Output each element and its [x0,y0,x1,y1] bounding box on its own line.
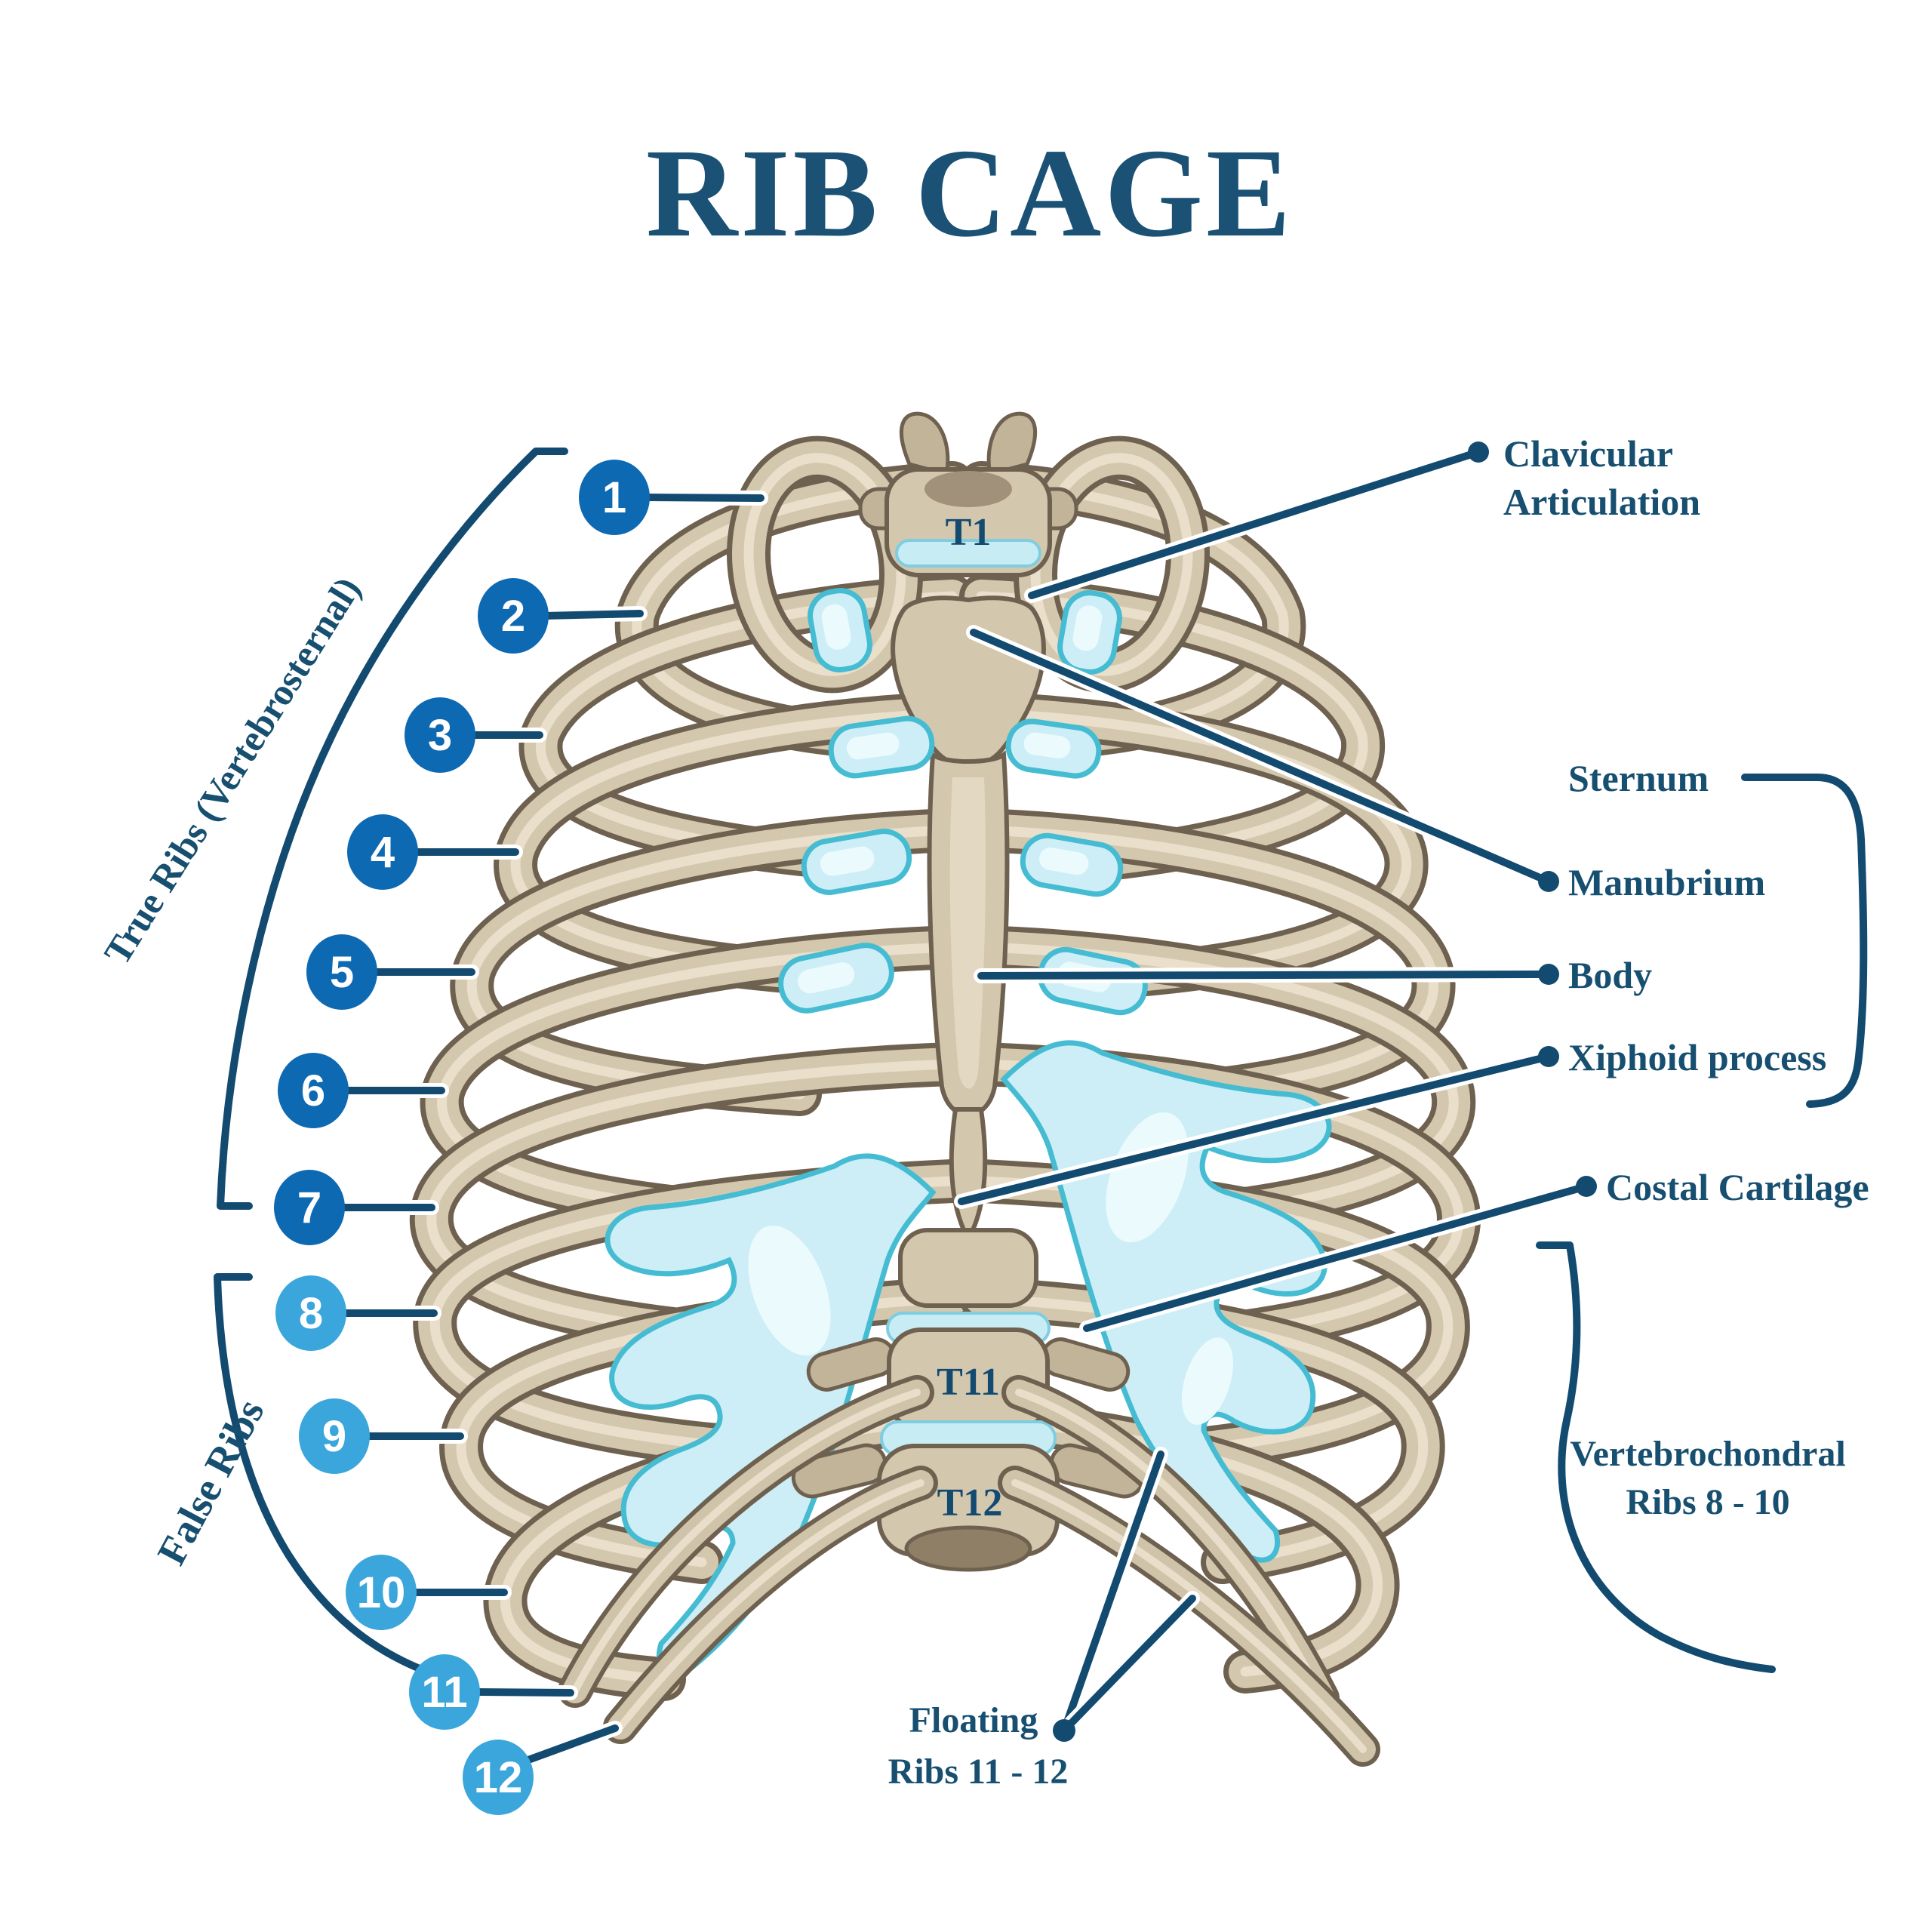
rib-marker-4: 4 [347,814,523,890]
rib-marker-2: 2 [478,578,648,654]
floating-label-line2: Ribs 11 - 12 [888,1752,1069,1792]
t1-spinous-process-right [986,411,1037,477]
rib-1-number: 1 [602,473,626,522]
rib-7-number: 7 [297,1183,321,1232]
vertebrochondral-label-line1: Vertebrochondral [1570,1434,1845,1474]
costal-label: Costal Cartilage [1606,1166,1869,1208]
rib-marker-7: 7 [274,1170,439,1245]
rib-8-number: 8 [299,1289,323,1338]
rib-cage-illustration: T1 T11 T12 [432,411,1459,1749]
rib-2-number: 2 [501,592,525,641]
rib-6-number: 6 [301,1066,325,1115]
rib-marker-3: 3 [405,697,547,773]
rib-12-number: 12 [474,1753,523,1802]
clavicular-label-line1: Clavicular [1503,432,1673,475]
rib-marker-8: 8 [275,1275,441,1351]
clavicular-facet-left [808,588,872,672]
right-callouts: Clavicular Articulation Sternum Manubriu… [888,432,1869,1792]
manubrium-label: Manubrium [1568,861,1765,903]
rib-marker-9: 9 [299,1398,468,1474]
rib-1-circle [579,460,650,535]
rib-4-number: 4 [371,828,395,877]
t1-spinous-process-left [900,411,950,477]
rib-marker-6: 6 [278,1053,449,1128]
t1-label: T1 [946,511,992,554]
rib-9-number: 9 [322,1412,346,1461]
t1-notch [924,471,1012,507]
costal-dot [1576,1176,1597,1197]
xiphoid-process-bone [949,1107,988,1244]
costal-cartilage-capsules [778,715,1148,1016]
sternum-group [808,588,1122,1244]
xiphoid-label: Xiphoid process [1568,1036,1826,1078]
rib-11-number: 11 [421,1668,467,1717]
floating-label-line1: Floating [909,1700,1038,1740]
manubrium-dot [1538,871,1559,892]
true-ribs-bracket [217,448,568,1210]
rib-number-markers: 1 2 3 4 5 6 7 [274,460,768,1815]
body-label: Body [1568,954,1652,996]
rib-10-number: 10 [357,1568,406,1617]
vertebra-t1 [858,411,1078,577]
vertebrochondral-label-line2: Ribs 8 - 10 [1626,1482,1789,1522]
t1-disc-cartilage [895,539,1041,568]
rib-marker-12: 12 [463,1721,623,1815]
costal-cartilage-fork-left [608,1156,933,1673]
rib-marker-1: 1 [579,460,768,535]
rib-marker-10: 10 [346,1555,512,1630]
rib-marker-11: 11 [409,1654,578,1730]
sternum-bracket [1741,774,1868,1108]
rib-3-number: 3 [428,711,452,760]
xiphoid-dot [1538,1046,1559,1067]
t12-inferior-facet [904,1525,1032,1572]
true-ribs-group-label: True Ribs (Vertebrosternal) [96,570,369,972]
rib-5-number: 5 [330,948,354,997]
t12-label: T12 [937,1481,1003,1524]
page-title: RIB CAGE [646,123,1294,263]
clavicular-facet-right [1057,590,1122,675]
body-dot [1538,964,1559,985]
floating-ribs-dot [1053,1719,1075,1742]
clavicular-label-line2: Articulation [1503,481,1700,523]
sternum-highlight [949,777,986,1089]
rib-marker-5: 5 [306,934,479,1010]
false-ribs-bracket [214,1273,445,1681]
sternum-label: Sternum [1568,757,1709,799]
vertebrochondral-bracket [1536,1241,1776,1673]
clavicular-dot [1468,441,1489,463]
t11-label: T11 [937,1361,1000,1404]
